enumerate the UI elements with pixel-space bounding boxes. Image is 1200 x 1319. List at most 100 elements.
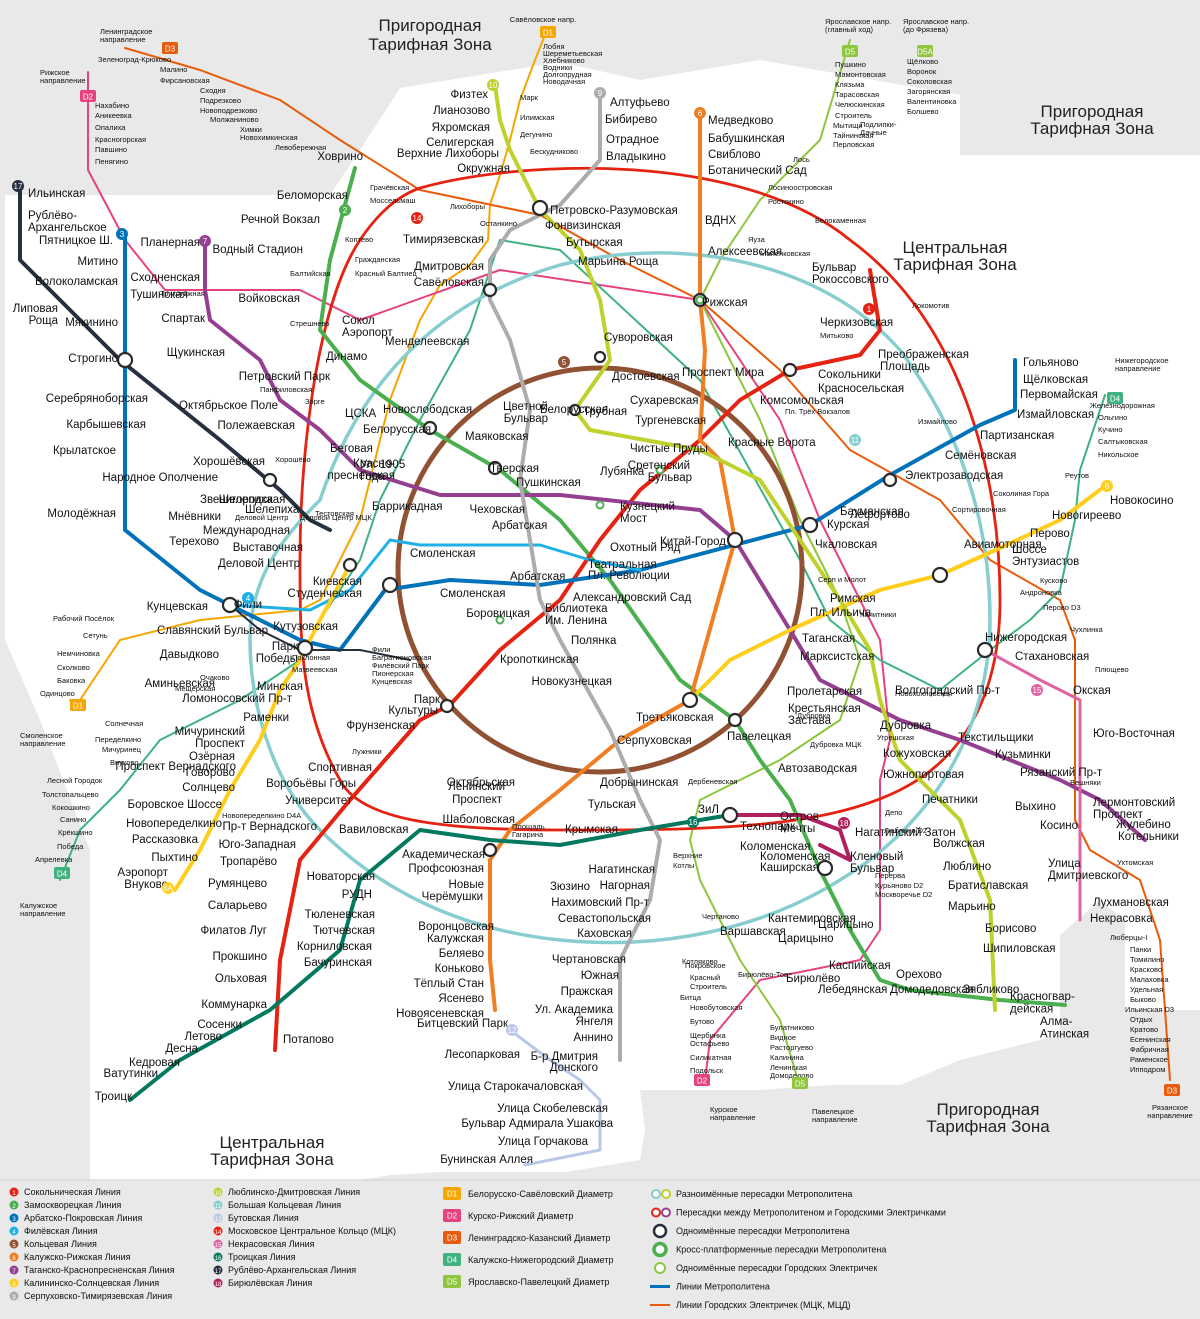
station-партизанская: Партизанская	[980, 430, 1054, 442]
station-label-small: Перово D3	[1043, 603, 1081, 612]
line-badge-l17	[12, 180, 24, 192]
transfer-node[interactable]	[116, 351, 134, 369]
transfer-node[interactable]	[439, 698, 455, 714]
line-badge-label: 9	[598, 89, 603, 98]
transfer-node[interactable]	[482, 842, 498, 858]
station-авиамоторная: Авиамоторная	[964, 539, 1042, 551]
transfer-node[interactable]	[221, 596, 239, 614]
transfer-node[interactable]	[342, 557, 358, 573]
suburban-zone-label: Тарифная Зона	[368, 35, 492, 54]
transfer-node[interactable]	[531, 199, 549, 217]
legend-line-code: 9	[12, 1295, 16, 1301]
station-ул-академика: Ул. Академика	[535, 1004, 614, 1016]
suburban-zone-label: Пригородная	[379, 16, 482, 35]
station-label-small: направление	[1115, 364, 1161, 373]
station-каширская: Каширская	[760, 862, 819, 874]
station-label-small: Дегунино	[520, 130, 552, 139]
transfer-node[interactable]	[801, 516, 819, 534]
station-label-small: Гражданская	[355, 255, 400, 264]
station-мичуринский: Мичуринский	[175, 726, 245, 738]
station-крестьянская: Крестьянская	[788, 703, 861, 715]
station-тютчевская: Тютчевская	[313, 925, 375, 937]
station-label-small: Лось	[793, 155, 810, 164]
station-marker[interactable]	[595, 500, 605, 510]
station-нагатинский-затон: Нагатинский Затон	[855, 827, 956, 839]
transfer-node[interactable]	[727, 712, 743, 728]
transfer-node[interactable]	[882, 472, 898, 488]
station-алексеевская: Алексеевская	[708, 246, 782, 258]
station-калужская: Калужская	[427, 933, 484, 945]
transfer-node[interactable]	[568, 403, 582, 417]
line-badge-label: 16	[689, 818, 698, 827]
station-marker[interactable]	[695, 295, 705, 305]
station-кунцевская: Кунцевская	[147, 601, 208, 613]
station-селигерская: Селигерская	[426, 137, 494, 149]
line-badge-label: 1	[867, 305, 872, 314]
station-лефортово: Лефортово	[850, 509, 910, 521]
station-ильинская: Ильинская	[28, 188, 85, 200]
station-выставочная: Выставочная	[233, 542, 303, 554]
transfer-node[interactable]	[487, 460, 503, 476]
transfer-node[interactable]	[482, 282, 498, 298]
station-label-small: Фабричная	[1130, 1045, 1169, 1054]
station-перово: Перово	[1030, 528, 1070, 540]
station-marker[interactable]	[655, 465, 665, 475]
station-профсоюзная: Профсоюзная	[408, 863, 484, 875]
station-label-small: Чухлинка	[1070, 625, 1104, 634]
transfer-node[interactable]	[931, 566, 949, 584]
station-label-small: Ильинская D3	[1125, 1005, 1174, 1014]
station-филатов-луг: Филатов Луг	[201, 925, 267, 937]
station-label-small: Кокошкино	[52, 803, 90, 812]
diameter-badge-label: D4	[57, 870, 68, 879]
legend-line-badge	[9, 1291, 19, 1301]
station-петровский-парк: Петровский Парк	[239, 371, 331, 383]
legend-line-badge	[213, 1239, 223, 1249]
legend-line-code: 4	[12, 1230, 16, 1236]
legend-line-badge	[213, 1213, 223, 1223]
station-славянский-бульвар: Славянский Бульвар	[157, 625, 268, 637]
legend-diameter-label: Ленинградско-Казанский Диаметр	[468, 1233, 610, 1243]
station-label-small: Деловой Центр	[235, 513, 288, 522]
transfer-node[interactable]	[816, 859, 834, 877]
station-label-small: Тестовская	[315, 509, 354, 518]
transfer-node[interactable]	[262, 472, 278, 488]
transfer-node[interactable]	[381, 576, 399, 594]
station-кедровая: Кедровая	[129, 1057, 180, 1069]
transfer-node[interactable]	[976, 641, 994, 659]
station-летово: Летово	[185, 1031, 222, 1043]
transfer-node[interactable]	[782, 362, 798, 378]
line-badge-l18	[838, 817, 850, 829]
legend-line-label: Бутовская Линия	[228, 1213, 299, 1223]
station-чкаловская: Чкаловская	[815, 539, 877, 551]
transfer-node[interactable]	[726, 531, 744, 549]
station-ломоносовский-пр-т: Ломоносовский Пр-т	[182, 693, 293, 705]
station-пл-ильича: Пл. Ильича	[810, 607, 872, 619]
station-смоленская: Смоленская	[440, 588, 505, 600]
station-label-small: Остафьево	[690, 1039, 729, 1048]
station-рублёво: Рублёво-	[28, 210, 77, 222]
station-label-small: Лобня	[543, 42, 565, 51]
transfer-node[interactable]	[296, 639, 314, 657]
station-label-small: Угрешская	[877, 733, 914, 742]
line-l1-path	[273, 268, 882, 1052]
legend-line-badge	[9, 1239, 19, 1249]
station-label-small: Опалиха	[95, 123, 126, 132]
station-мнёвники: Мнёвники	[168, 511, 221, 523]
station-б-р-дмитрия: Б-р Дмитрия	[531, 1051, 598, 1063]
line-l4-path	[228, 538, 642, 612]
transfer-node[interactable]	[721, 806, 739, 824]
station-label-small: Крёкшино	[58, 828, 93, 837]
station-label-small: Рязанское	[1152, 1103, 1188, 1112]
station-люблино: Люблино	[943, 861, 991, 873]
station-павелецкая: Павелецкая	[727, 731, 791, 743]
station-label-small: Силикатная	[690, 1053, 731, 1062]
station-тюленевская: Тюленевская	[305, 909, 375, 921]
legend-line-code: 10	[215, 1191, 222, 1197]
station-фрунзенская: Фрунзенская	[346, 720, 415, 732]
transfer-node[interactable]	[681, 691, 699, 709]
transfer-node[interactable]	[422, 420, 438, 436]
transfer-node[interactable]	[593, 350, 607, 364]
station-мякинино: Мякинино	[65, 317, 118, 329]
station-звенигородская: Звенигородская	[200, 494, 285, 506]
station-marker[interactable]	[495, 615, 505, 625]
